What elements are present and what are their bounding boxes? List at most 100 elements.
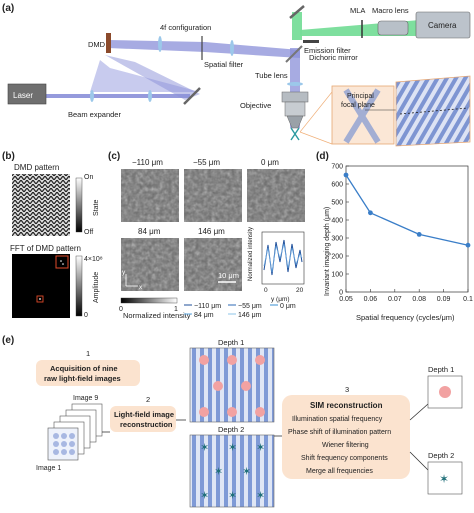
mla-label: MLA [350, 6, 365, 15]
panel-b: (b) DMD pattern On Off State FFT of DMD … [2, 151, 103, 319]
depth2-star-2: ✶ [228, 442, 237, 454]
profile-tick-20: 20 [296, 287, 304, 294]
profile-ylabel: Normalized intensity [248, 227, 254, 281]
sample-focus [290, 127, 300, 141]
depth2-image [189, 434, 275, 508]
focal-plane-label: focal plane [341, 102, 375, 109]
lf-dot-4 [53, 441, 59, 447]
step3-item-3: Wiener filtering [322, 442, 369, 449]
state-colorbar [75, 177, 83, 233]
panel-c: (c) −110 μm −55 μm 0 μm 84 μm 146 μm 10 … [108, 151, 305, 320]
step1-line2: raw light-field images [44, 374, 121, 383]
step3-box [282, 395, 410, 479]
lf-dot-5 [61, 441, 67, 447]
y-tick-label: 700 [331, 164, 343, 171]
step3-title: SIM reconstruction [310, 401, 383, 410]
fft-image [12, 254, 70, 318]
state-label: State [93, 200, 100, 216]
beam-fold [105, 55, 200, 100]
slice-2-texture [184, 169, 242, 222]
out-depth2-image [427, 461, 463, 495]
depth1-spot-7 [227, 407, 237, 417]
macro-lens [377, 20, 409, 36]
slice-1-texture [121, 169, 179, 222]
depth2-star-1: ✶ [200, 442, 209, 454]
profile-line-2 [263, 243, 303, 273]
chart-ylabel: Invariant imaging depth (μm) [324, 207, 331, 296]
step1-line1: Acquisition of nine [50, 364, 118, 373]
panel-a-letter: (a) [2, 3, 14, 14]
camera-label: Camera [428, 21, 457, 30]
panel-e: (e) 1 Acquisition of nine raw light-fiel… [2, 335, 463, 508]
objective-top [281, 91, 309, 103]
amplitude-colorbar [75, 255, 83, 317]
step2-line1: Light-field image [114, 410, 174, 419]
chart-frame [345, 165, 469, 293]
y-tick-label: 100 [331, 272, 343, 279]
y-tick-label: 500 [331, 200, 343, 207]
axis-x-label: x [139, 284, 143, 291]
top-mirror [289, 5, 305, 19]
intensity-colorbar [120, 297, 178, 304]
step3-item-1: Illumination spatial frequency [292, 416, 383, 423]
xy-axes [125, 274, 138, 287]
principal-plane-line [399, 107, 469, 115]
principal-label: Principal [347, 93, 374, 100]
laser-beam [40, 94, 190, 98]
step1-number: 1 [86, 349, 90, 358]
emission-filter [303, 40, 319, 43]
amplitude-min: 0 [84, 312, 88, 319]
panel-d: (d) Invariant imaging depth (μm) Spatial… [316, 151, 473, 322]
objective-body [284, 101, 306, 117]
out-depth1-label: Depth 1 [428, 365, 454, 374]
dichroic-mirror [285, 45, 303, 63]
zoom-lines [299, 91, 333, 145]
depth-label-1: −110 μm [132, 158, 163, 167]
y-tick-label: 300 [331, 236, 343, 243]
depth1-spot-6 [199, 407, 209, 417]
legend-5: 146 μm [238, 312, 262, 319]
fft-peak-2 [62, 263, 64, 265]
step2-number: 2 [146, 395, 150, 404]
fold-mirror [183, 87, 201, 105]
fft-highlight-top [55, 255, 69, 269]
colorbar-min: 0 [119, 306, 123, 313]
macro-lens-label: Macro lens [372, 6, 409, 15]
arrow-3-out [409, 403, 429, 471]
colorbar-max: 1 [174, 306, 178, 313]
lf-dot-9 [69, 449, 75, 455]
depth1-spot-5 [241, 381, 251, 391]
depth-label-4: 84 μm [138, 227, 161, 236]
dmd-label: DMD [88, 40, 106, 49]
y-tick-label: 200 [331, 254, 343, 261]
data-point [465, 242, 471, 248]
panel-a: (a) DMD 4f configuration Spatial filter … [2, 3, 471, 147]
step1-box [36, 360, 140, 386]
beam-expander-label: Beam expander [68, 110, 121, 119]
x-tick-label: 0.09 [437, 296, 451, 303]
axis-y-label: y [122, 269, 126, 276]
depth2-star-3: ✶ [256, 442, 265, 454]
dmd-device [106, 33, 111, 53]
lf-dot-1 [53, 433, 59, 439]
profile-xlabel: y (μm) [271, 296, 290, 303]
y-tick-label: 400 [331, 218, 343, 225]
depth-label-3: 0 μm [261, 158, 279, 167]
data-point [416, 232, 422, 237]
x-tick-label: 0.07 [388, 296, 402, 303]
slice-5-texture [184, 238, 242, 291]
lf-dot-3 [69, 433, 75, 439]
out-depth2-star: ✶ [439, 472, 449, 486]
chart-xlabel: Spatial frequency (cycles/μm) [356, 313, 455, 322]
fourf-label: 4f configuration [160, 23, 211, 32]
x-tick-label: 0.08 [412, 296, 426, 303]
amplitude-max: 4×10⁸ [84, 256, 103, 263]
scale-bar-label: 10 μm [218, 271, 239, 280]
fft-dc [39, 298, 41, 300]
panel-b-letter: (b) [2, 151, 15, 162]
beam-expander-lens-1 [90, 90, 94, 102]
depth2-star-5: ✶ [242, 466, 251, 478]
depth2-star-4: ✶ [214, 466, 223, 478]
colorbar-label: Normalized intensity [123, 311, 191, 320]
step2-line2: reconstruction [120, 420, 173, 429]
